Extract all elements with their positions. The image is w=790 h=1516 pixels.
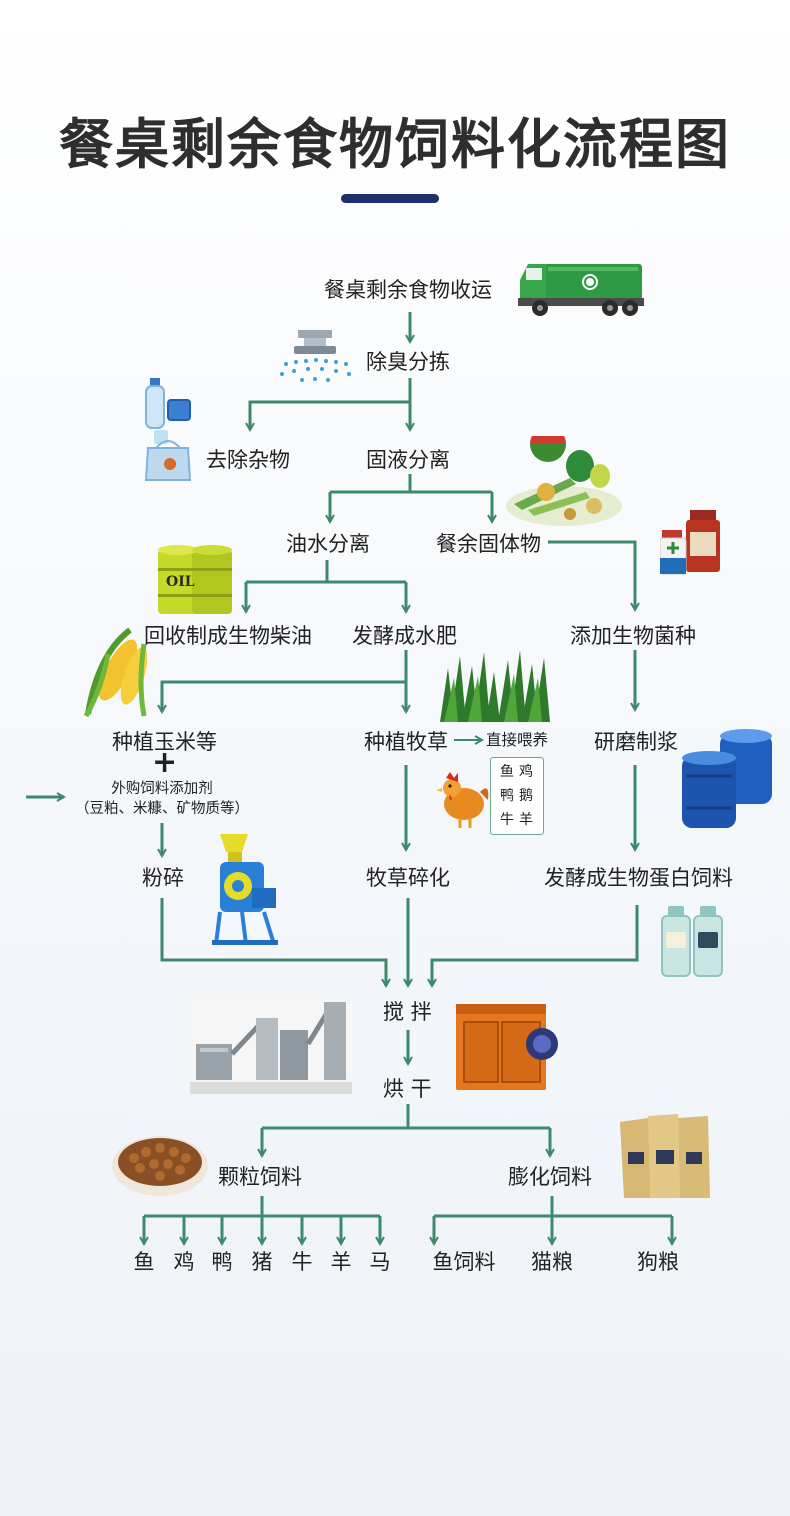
animal: 鸭 xyxy=(500,788,514,804)
animal: 羊 xyxy=(519,812,533,828)
dryer-oven-icon xyxy=(456,1004,558,1090)
step-grind-slurry: 研磨制浆 xyxy=(594,730,678,754)
protein-feed-bottles-icon xyxy=(661,906,723,977)
step-oil-water-separation: 油水分离 xyxy=(286,532,370,556)
oil-drum-text: OIL xyxy=(166,574,195,590)
step-plant-corn: 种植玉米等 xyxy=(112,730,217,754)
step-food-solids: 餐余固体物 xyxy=(436,532,541,556)
feed-bags-icon xyxy=(620,1114,710,1198)
purchased-additive: 外购饲料添加剂 xyxy=(111,781,213,797)
animal: 鸡 xyxy=(519,764,533,780)
waste-trash-icon xyxy=(144,378,192,481)
step-direct-feed: 直接喂养 xyxy=(486,731,549,749)
animal: 牛 xyxy=(500,812,514,828)
pellet-output: 马 xyxy=(369,1250,391,1274)
page-title: 餐桌剩余食物饲料化流程图 xyxy=(59,113,731,176)
bacteria-bottles-icon xyxy=(660,510,720,575)
pellet-output: 鸡 xyxy=(173,1250,195,1274)
additive-examples: （豆粕、米糠、矿物质等） xyxy=(75,801,249,817)
step-collect: 餐桌剩余食物收运 xyxy=(324,278,492,302)
oil-drum-icon: OIL xyxy=(158,545,232,614)
production-line-icon xyxy=(190,994,352,1094)
step-grass-shred: 牧草碎化 xyxy=(366,866,450,890)
crusher-machine-icon xyxy=(212,834,278,945)
title-underline xyxy=(341,194,439,203)
pellet-output: 猪 xyxy=(251,1250,273,1274)
pellet-bowl-icon xyxy=(112,1136,208,1196)
step-pellet-feed: 颗粒饲料 xyxy=(218,1165,302,1189)
deodorizer-spray-icon xyxy=(280,330,351,382)
animal: 鹅 xyxy=(519,788,533,804)
step-mix: 搅 拌 xyxy=(383,1000,432,1024)
blue-barrels-icon xyxy=(682,729,772,828)
step-remove-impurities: 去除杂物 xyxy=(206,448,290,472)
puffed-output: 鱼饲料 xyxy=(432,1250,496,1274)
food-scraps-icon xyxy=(506,436,622,526)
corn-icon xyxy=(83,627,148,718)
step-crush: 粉碎 xyxy=(142,866,184,890)
step-biodiesel: 回收制成生物柴油 xyxy=(144,624,312,648)
animal: 鱼 xyxy=(500,764,514,780)
plus-sign: + xyxy=(152,745,178,780)
step-plant-grass: 种植牧草 xyxy=(364,730,448,754)
pellet-output: 羊 xyxy=(330,1250,352,1274)
step-water-fertilizer: 发酵成水肥 xyxy=(352,624,457,648)
step-solid-liquid-separation: 固液分离 xyxy=(366,448,450,472)
step-puffed-feed: 膨化饲料 xyxy=(508,1165,592,1189)
puffed-output: 猫粮 xyxy=(531,1250,573,1274)
step-dry: 烘 干 xyxy=(383,1077,432,1101)
direct-feed-animals: 鱼 鸡 鸭 鹅 牛 羊 xyxy=(490,757,544,835)
garbage-truck-icon xyxy=(518,264,644,316)
grass-icon xyxy=(440,650,550,722)
puffed-output: 狗粮 xyxy=(637,1250,679,1274)
pellet-output: 鱼 xyxy=(133,1250,155,1274)
step-add-bacteria: 添加生物菌种 xyxy=(570,624,696,648)
step-deodorize: 除臭分拣 xyxy=(366,350,450,374)
step-protein-feed: 发酵成生物蛋白饲料 xyxy=(544,866,733,890)
pellet-output: 牛 xyxy=(291,1250,313,1274)
chicken-icon xyxy=(436,772,489,828)
pellet-output: 鸭 xyxy=(211,1250,233,1274)
